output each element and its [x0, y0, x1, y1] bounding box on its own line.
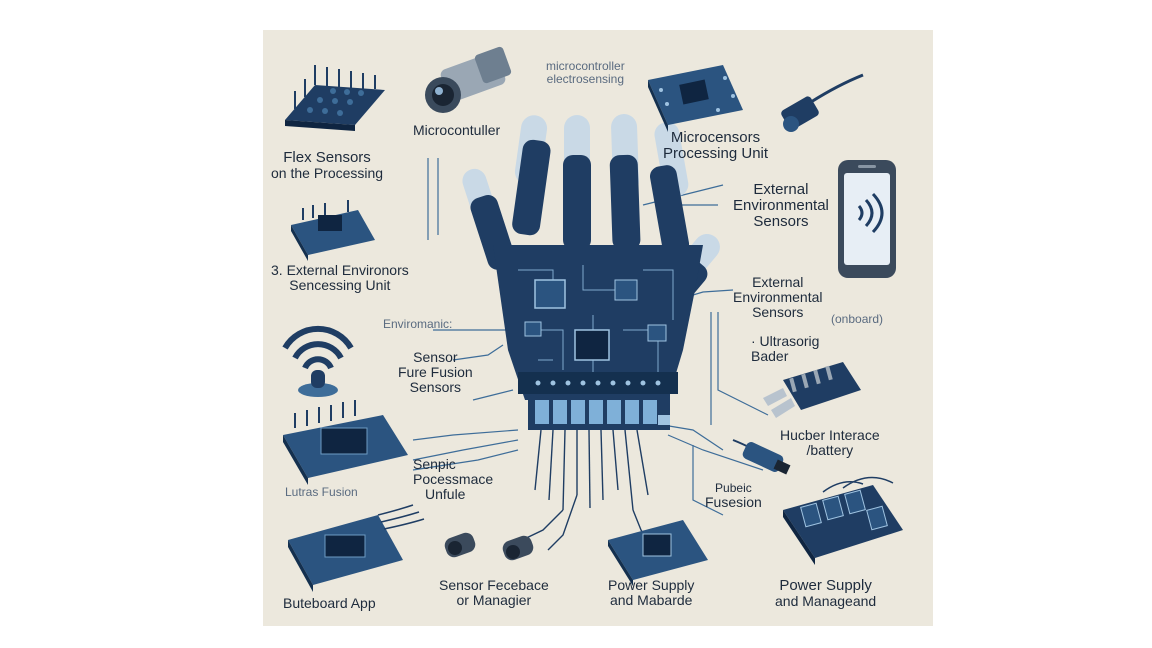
- label-external-environmental-sensors-2: External Environmental Sensors: [733, 274, 823, 321]
- label-power-supply-1: Power Supply and Mabarde: [608, 577, 695, 609]
- circuit-board-icon: [283, 400, 408, 485]
- label-line: Power Supply: [608, 577, 695, 593]
- wireless-signal-icon: [282, 325, 354, 397]
- label-line: Environmental: [733, 289, 823, 306]
- label-external-environors: 3. External Environors Sencessing Unit: [271, 262, 409, 294]
- microchip-icon: [763, 362, 861, 418]
- label-line: 3. External Environors: [271, 262, 409, 278]
- smart-glove-icon: [462, 114, 720, 551]
- label-line: Sencessing Unit: [289, 277, 391, 294]
- label-ultrasorig-bader: · Ultrasorig Bader: [751, 333, 820, 365]
- label-lutras-fusion: Lutras Fusion: [285, 485, 358, 499]
- label-line: on the Processing: [271, 165, 384, 182]
- label-enviromanic: Enviromanic:: [383, 317, 453, 331]
- camera-lens-icon: [425, 46, 512, 113]
- label-line: /battery: [806, 442, 854, 459]
- label-line: Flex Sensors: [283, 149, 371, 166]
- label-sensor-feedback: Sensor Fecebace or Managier: [439, 577, 549, 609]
- label-line: and Mabarde: [609, 592, 693, 609]
- label-pubeic-fusesion: Pubeic Fusesion: [705, 482, 762, 510]
- label-line: Senpic: [413, 456, 456, 472]
- label-line: Processing Unit: [663, 145, 769, 163]
- label-line: Hucber Interace: [780, 427, 880, 443]
- label-line: · Ultrasorig: [751, 333, 820, 349]
- label-line: Power Supply: [779, 577, 872, 594]
- label-line: microcontroller: [546, 59, 625, 73]
- label-power-supply-2: Power Supply and Manageand: [775, 577, 877, 610]
- audio-jack-icon: [444, 532, 534, 561]
- label-line: Microcensors: [670, 129, 761, 146]
- label-external-environmental-sensors-1: External Environmental Sensors: [733, 181, 829, 231]
- label-top-faint: microcontroller electrosensing: [546, 60, 625, 86]
- label-sensor-fusion: Sensor Fure Fusion Sensors: [398, 349, 473, 396]
- label-microcensors-processing-unit: Microcensors Processing Unit: [663, 129, 769, 163]
- label-onboard-tag: (onboard): [831, 312, 884, 326]
- label-line: Sensors: [752, 304, 804, 321]
- label-buteboard-app: Buteboard App: [283, 595, 376, 611]
- label-line: Pubeic: [715, 481, 752, 495]
- label-line: electrosensing: [546, 71, 625, 86]
- label-microcontuller: Microcontuller: [413, 122, 501, 138]
- label-line: or Managier: [456, 592, 532, 609]
- label-line: External: [752, 274, 804, 290]
- label-line: Unfule: [425, 486, 466, 503]
- label-hucber-interace: Hucber Interace /battery: [780, 427, 880, 459]
- label-line: Fusesion: [705, 493, 762, 510]
- usb-connector-icon: [781, 73, 864, 132]
- label-line: Environmental: [733, 197, 829, 215]
- label-senpic-pocessmace: Senpic Pocessmace Unfule: [413, 456, 494, 503]
- label-line: Bader: [751, 348, 789, 365]
- diagram-canvas: microcontroller electrosensing Microcont…: [263, 30, 933, 626]
- sensor-grid-icon: [285, 65, 385, 131]
- label-line: Pocessmace: [413, 471, 494, 488]
- connector-lines: [412, 158, 769, 516]
- battery-connector-icon: [732, 439, 791, 475]
- microchip-icon: [291, 200, 375, 261]
- label-line: Sensors: [753, 213, 809, 231]
- relay-module-icon: [783, 476, 903, 565]
- label-line: Sensors: [409, 379, 462, 396]
- label-line: External: [753, 181, 809, 198]
- label-line: Fure Fusion: [398, 364, 473, 381]
- label-line: Sensor: [413, 349, 458, 365]
- smartphone-icon: [838, 160, 896, 278]
- label-flex-sensors: Flex Sensors on the Processing: [271, 149, 384, 182]
- label-line: Sensor Fecebace: [439, 577, 549, 593]
- label-line: and Manageand: [775, 593, 877, 610]
- circuit-board-icon: [608, 520, 708, 586]
- circuit-board-icon: [648, 65, 743, 132]
- diagram-graphics: [282, 46, 903, 592]
- circuit-board-icon: [288, 504, 425, 592]
